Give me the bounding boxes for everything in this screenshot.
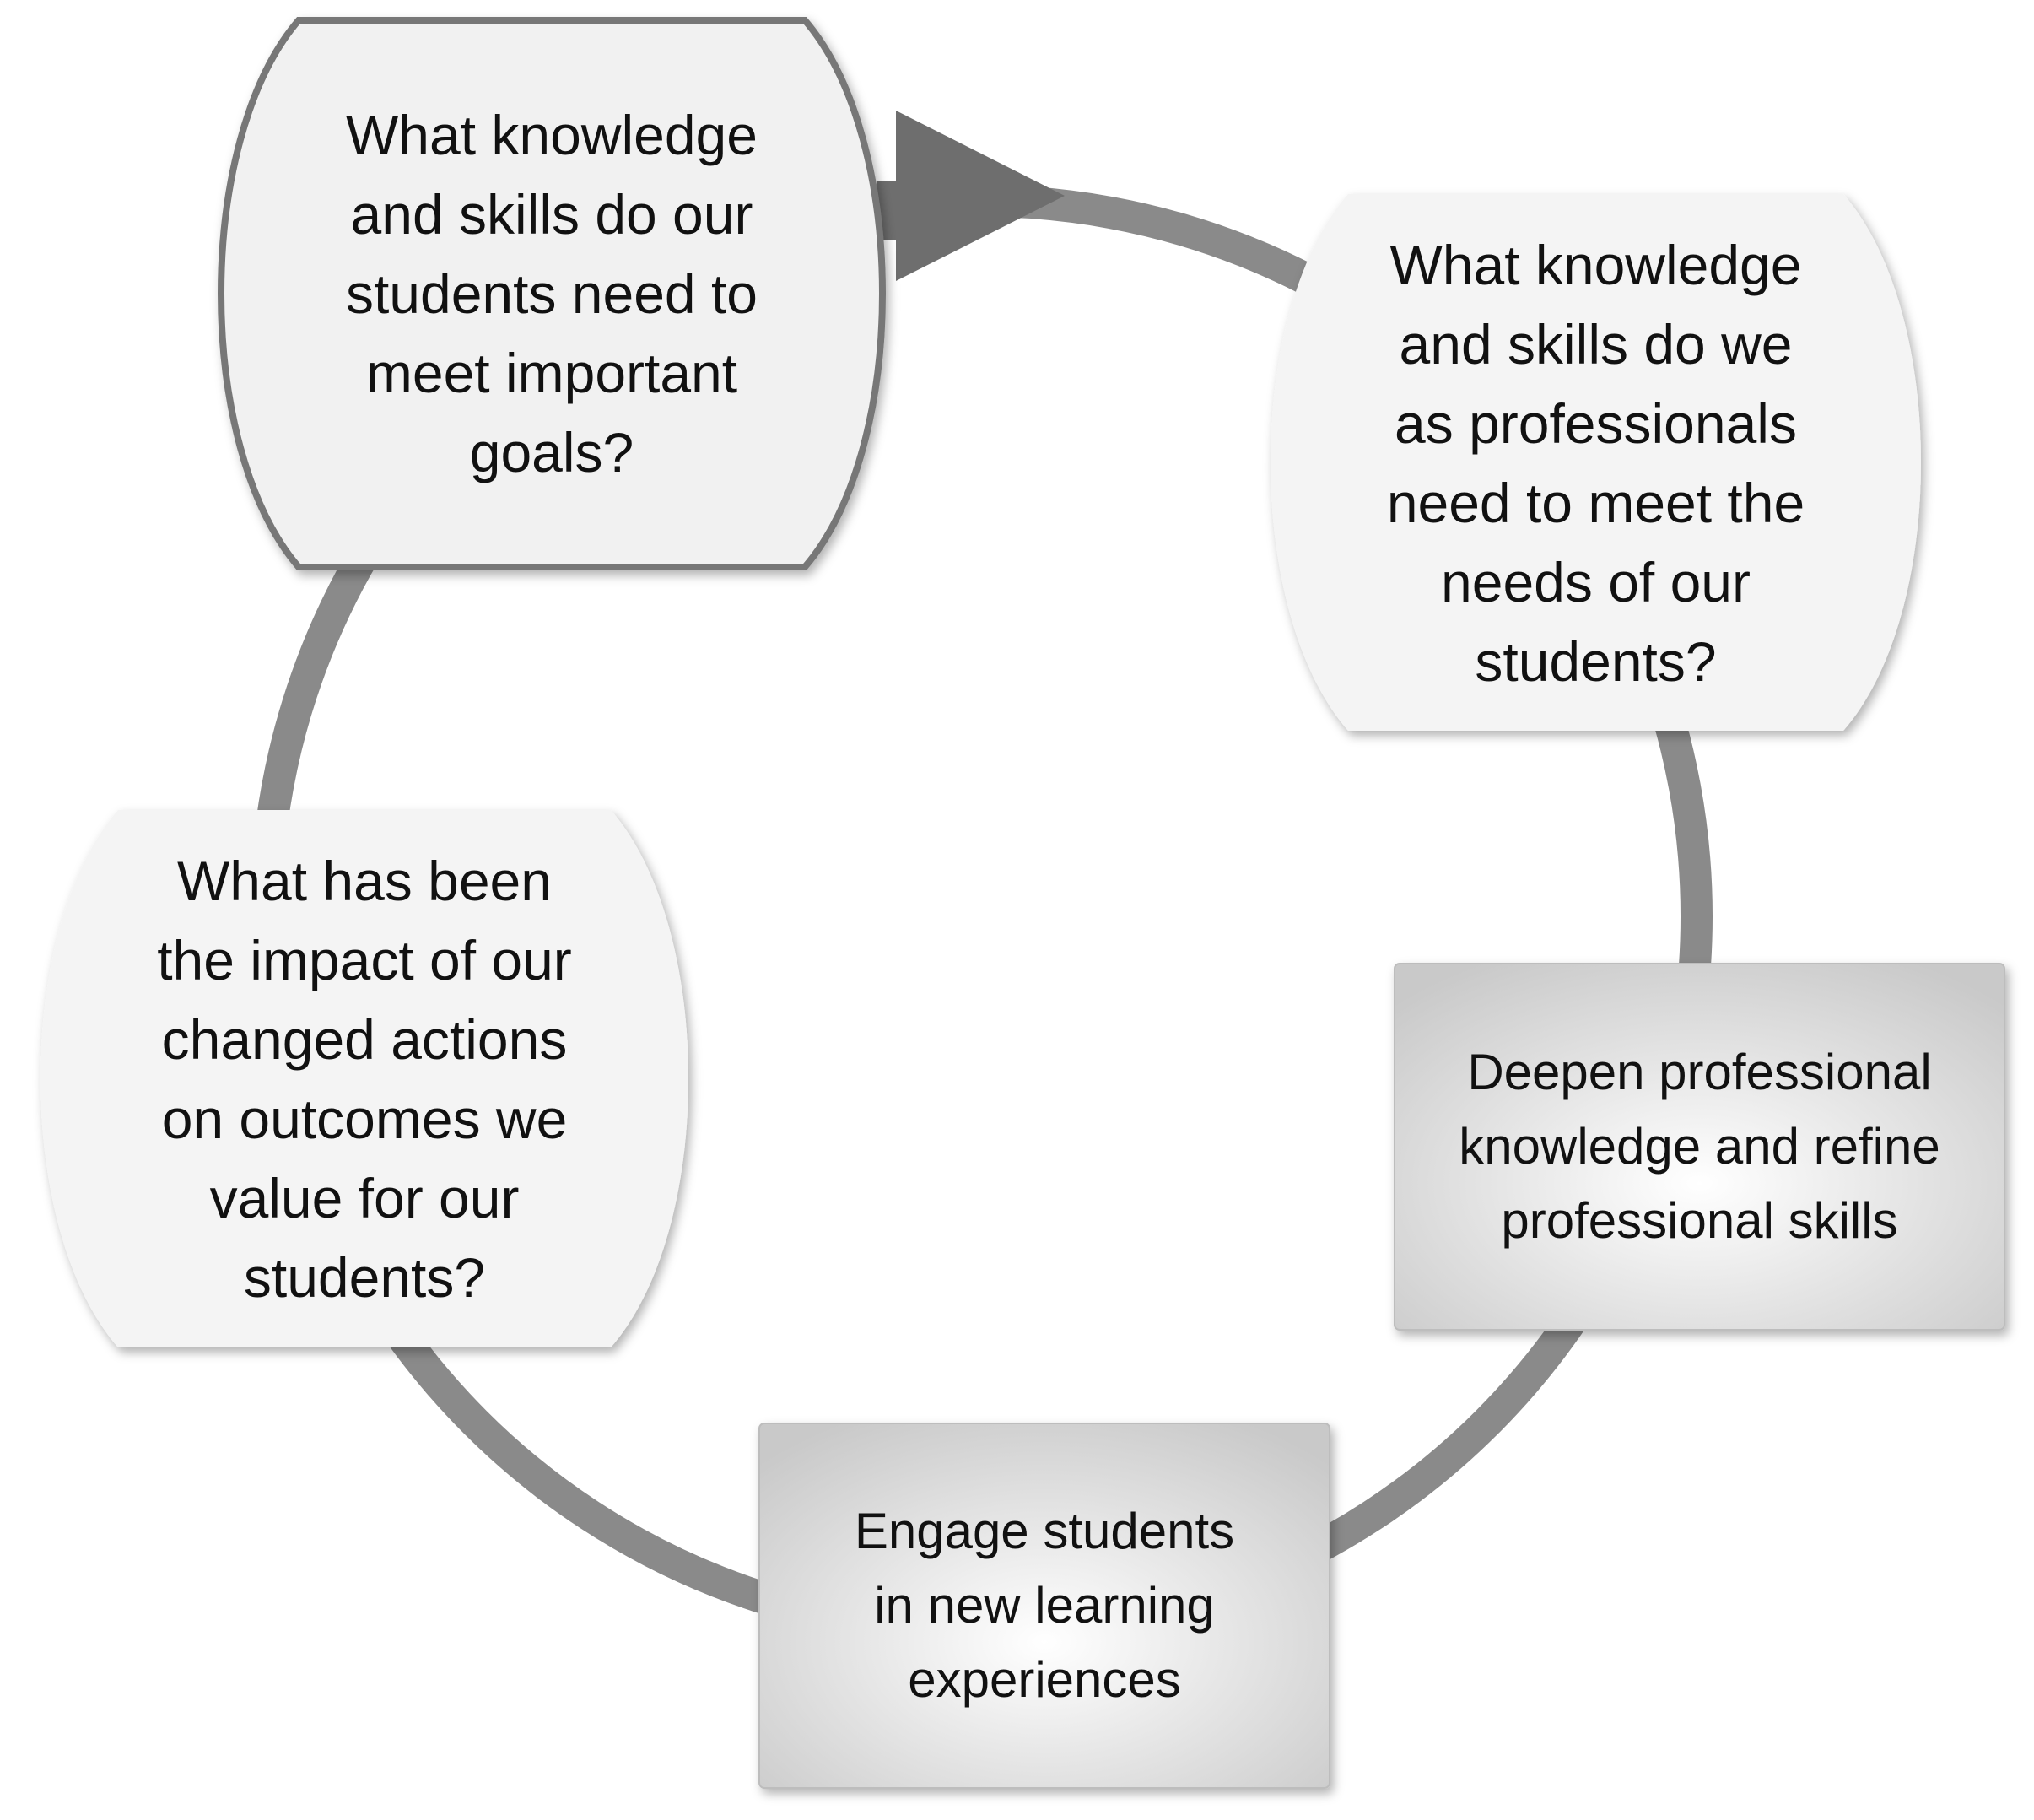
- node-deepen: Deepen professional knowledge and refine…: [1395, 964, 2004, 1330]
- node-shape-students-goals: [218, 17, 887, 570]
- node-text-line: need to meet the: [1386, 472, 1805, 534]
- node-text-line: in new learning: [874, 1577, 1215, 1634]
- node-text-line: needs of our: [1441, 551, 1751, 613]
- node-professional-needs: What knowledge and skills do we as profe…: [1269, 192, 1923, 734]
- node-text-line: meet important: [365, 342, 738, 404]
- node-shape-professional-needs: [1271, 194, 1921, 731]
- node-text-line: on outcomes we: [161, 1087, 568, 1150]
- node-text-line: What knowledge: [1389, 234, 1802, 296]
- node-impact: What has been the impact of our changed …: [39, 808, 690, 1349]
- node-text-line: professional skills: [1501, 1192, 1898, 1249]
- node-text-line: changed actions: [161, 1007, 568, 1071]
- node-text-line: students?: [1475, 630, 1717, 693]
- node-text-line: knowledge and refine: [1459, 1118, 1940, 1175]
- node-text-line: as professionals: [1395, 392, 1797, 455]
- node-text-line: and skills do our: [350, 183, 753, 246]
- node-text-line: What has been: [177, 849, 552, 912]
- node-text-line: What knowledge: [346, 104, 758, 166]
- arrow-head-icon: [896, 111, 1065, 281]
- node-shape-impact: [40, 810, 688, 1347]
- node-text-line: experiences: [908, 1651, 1181, 1708]
- node-text-line: Engage students: [854, 1503, 1235, 1559]
- node-text-line: and skills do we: [1399, 313, 1793, 375]
- node-shape-engage: [758, 1423, 1330, 1789]
- node-text-line: goals?: [469, 421, 634, 483]
- node-text-line: Deepen professional: [1467, 1044, 1932, 1100]
- node-students-goals: What knowledge and skills do our student…: [214, 15, 889, 572]
- node-text-line: students?: [243, 1245, 486, 1309]
- node-text-line: students need to: [345, 262, 758, 325]
- node-text-line: value for our: [209, 1166, 520, 1229]
- node-text-line: the impact of our: [157, 928, 572, 991]
- node-engage: Engage students in new learning experien…: [759, 1423, 1330, 1788]
- node-shape-deepen: [1394, 963, 2005, 1331]
